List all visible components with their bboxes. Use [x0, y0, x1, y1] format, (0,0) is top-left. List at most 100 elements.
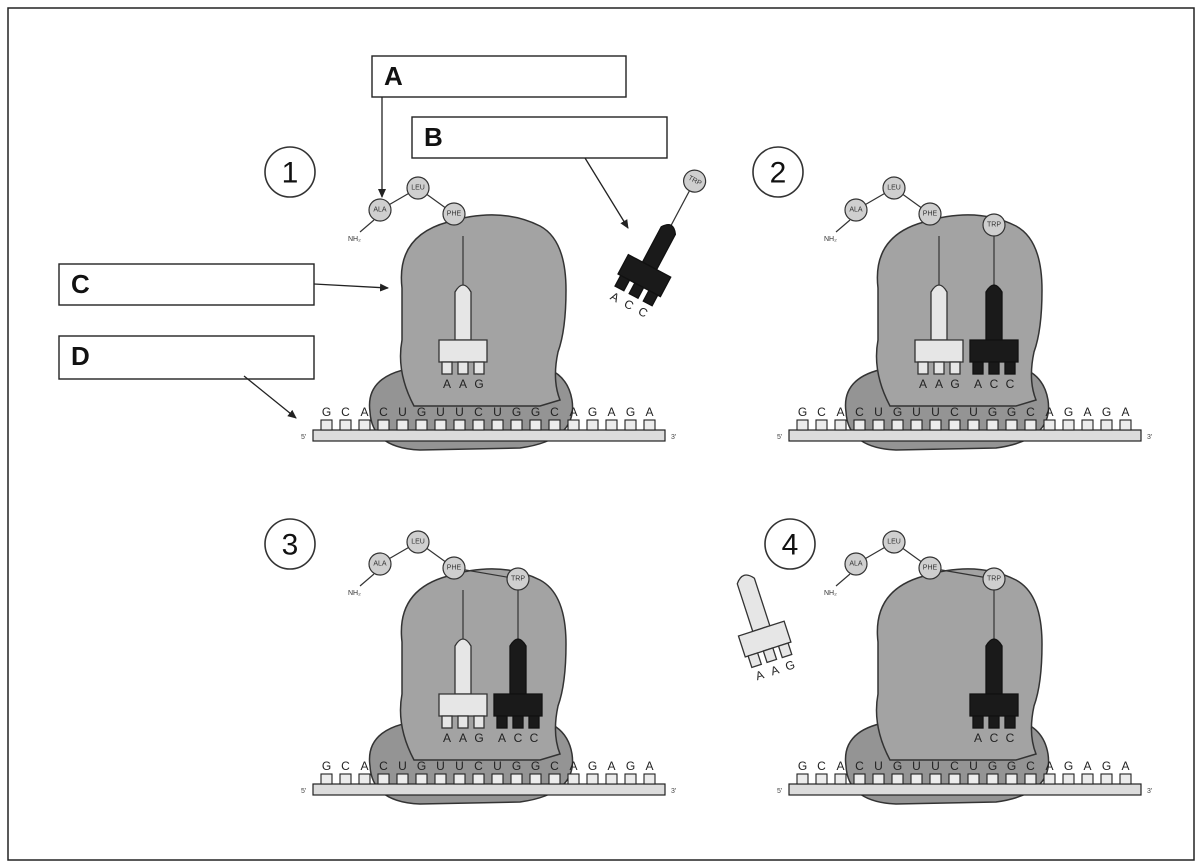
anticodon-leg [933, 361, 945, 375]
mrna-base-tooth [434, 419, 447, 431]
anticodon-base: A [769, 663, 781, 679]
mrna-base: A [1045, 759, 1053, 773]
anticodon-leg [917, 361, 929, 375]
mrna-base: C [817, 405, 826, 419]
mrna-base: C [550, 759, 559, 773]
anticodon-leg [457, 715, 469, 729]
mrna-base: C [550, 405, 559, 419]
anticodon-leg [457, 361, 469, 375]
mrna-base: G [893, 759, 902, 773]
mrna-base: C [474, 405, 483, 419]
mrna-base: G [322, 405, 331, 419]
leu-residue-label: LEU [411, 185, 425, 192]
phe-residue [918, 556, 942, 580]
step-circle [752, 146, 804, 198]
ala-residue [844, 198, 868, 222]
anticodon-leg [642, 289, 659, 307]
mrna-base: G [1102, 405, 1111, 419]
mrna-base-tooth [796, 773, 809, 785]
mrna-backbone [312, 429, 666, 442]
ala-residue [368, 198, 392, 222]
anticodon-base: A [459, 377, 467, 391]
amine-label: NH₂ [824, 236, 837, 243]
mrna-base-tooth [929, 419, 942, 431]
leu-residue [406, 176, 430, 200]
mrna-base-tooth [891, 773, 904, 785]
ala-residue-label: ALA [849, 561, 863, 568]
mrna-base: U [912, 759, 921, 773]
mrna-base-tooth [1005, 419, 1018, 431]
mrna-base-tooth [510, 773, 523, 785]
mrna-base: C [341, 405, 350, 419]
step-circle [264, 518, 316, 570]
amine-bond [359, 219, 375, 233]
trna-body [914, 339, 964, 363]
anticodon-base: G [783, 657, 796, 673]
mrna-base-tooth [377, 773, 390, 785]
anticodon-base: C [636, 304, 651, 321]
mrna-base-tooth [967, 419, 980, 431]
mrna-base-tooth [491, 773, 504, 785]
mrna-base-tooth [986, 419, 999, 431]
mrna-base-tooth [1100, 773, 1113, 785]
phe-residue-label: PHE [447, 565, 462, 572]
mrna-base-tooth [872, 773, 885, 785]
anticodon-leg [473, 361, 485, 375]
step-number: 1 [282, 157, 299, 190]
mrna-base-tooth [1024, 773, 1037, 785]
mrna-base: A [607, 759, 615, 773]
mrna-base: G [512, 759, 521, 773]
mrna-base: G [1007, 759, 1016, 773]
anticodon-leg [972, 715, 984, 729]
mrna-base: A [360, 759, 368, 773]
mrna-base: G [1102, 759, 1111, 773]
phe-residue-label: PHE [447, 211, 462, 218]
step-number: 2 [770, 157, 787, 190]
mrna-base-tooth [1119, 419, 1132, 431]
mrna-base: A [1083, 759, 1091, 773]
mrna-base: G [417, 405, 426, 419]
trna-stem [509, 638, 527, 695]
answer-box [371, 55, 627, 98]
anticodon-base: C [990, 377, 999, 391]
trp-residue [982, 567, 1006, 591]
mrna-base: U [931, 405, 940, 419]
step-number: 3 [282, 529, 299, 562]
step-number: 4 [782, 529, 799, 562]
anticodon-leg [628, 282, 645, 300]
mrna-base: G [531, 405, 540, 419]
phe-residue-label: PHE [923, 565, 938, 572]
anticodon-leg [496, 715, 508, 729]
phe-residue-label: PHE [923, 211, 938, 218]
mrna-base: C [379, 405, 388, 419]
mrna-base-tooth [415, 419, 428, 431]
three-prime-label: 3' [1147, 788, 1152, 795]
anticodon-base: A [459, 731, 467, 745]
phe-residue [442, 556, 466, 580]
mrna-base: U [874, 405, 883, 419]
trna-body [438, 339, 488, 363]
mrna-base-tooth [910, 419, 923, 431]
mrna-base: U [455, 759, 464, 773]
mrna-base: U [436, 759, 445, 773]
leu-residue [882, 530, 906, 554]
mrna-base-tooth [1062, 773, 1075, 785]
mrna-base-tooth [396, 773, 409, 785]
mrna-base-tooth [320, 419, 333, 431]
anticodon-base: C [514, 731, 523, 745]
mrna-base: G [893, 405, 902, 419]
mrna-base-tooth [948, 419, 961, 431]
five-prime-label: 5' [301, 788, 306, 795]
mrna-base: C [474, 759, 483, 773]
mrna-base: U [493, 405, 502, 419]
mrna-base: G [798, 759, 807, 773]
step-circle [764, 518, 816, 570]
